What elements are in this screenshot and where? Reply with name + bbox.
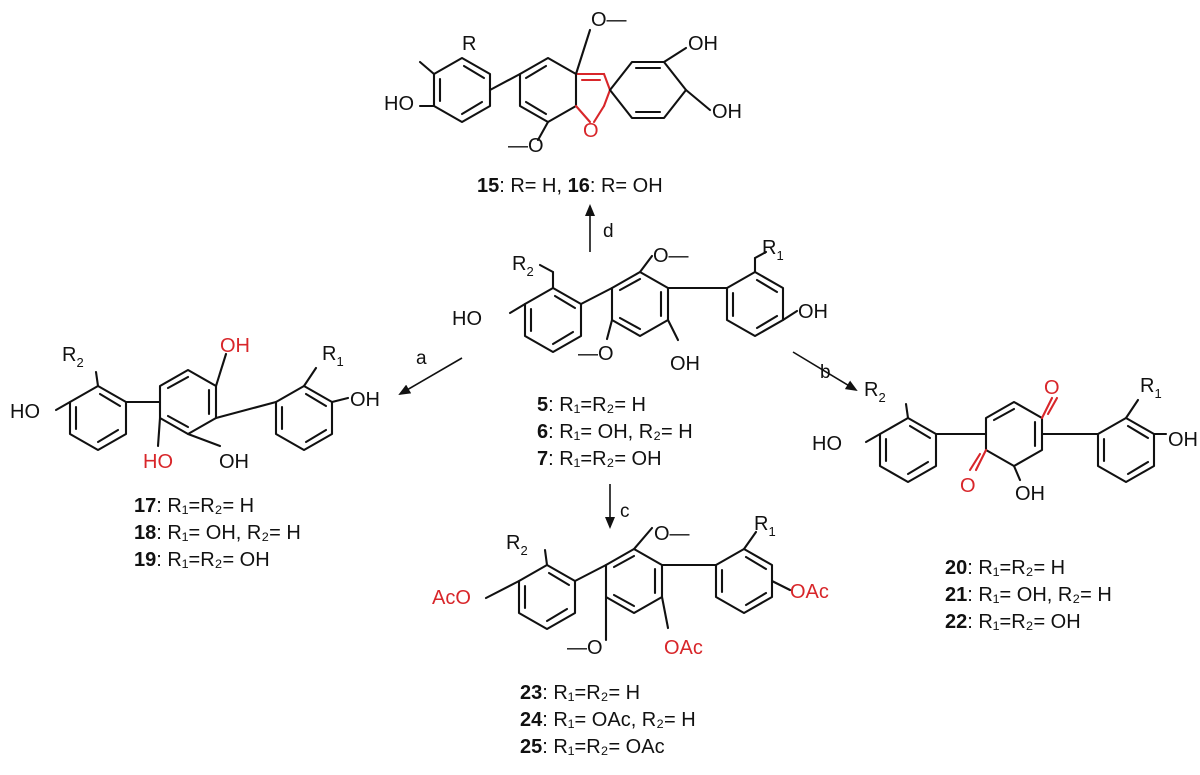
- atom-OH-17-right: OH: [350, 389, 380, 411]
- label-19: 19: R₁=R₂= OH: [134, 549, 270, 571]
- atom-OH-17-red: OH: [220, 335, 250, 357]
- atom-R2-17: R2: [62, 344, 84, 370]
- atom-R1: R1: [762, 237, 784, 263]
- label-17: 17: R₁=R₂= H: [134, 495, 254, 517]
- atom-OH-top2: OH: [712, 101, 742, 123]
- atom-R1-20: R1: [1140, 375, 1162, 401]
- atom-O-quinone-top: O: [1044, 377, 1060, 399]
- compound-20-22-structure: HO R2 O O OH OH R1: [812, 375, 1198, 505]
- label-6: 6: R₁= OH, R₂= H: [537, 421, 693, 443]
- labels-5-7: 5: R₁=R₂= H 6: R₁= OH, R₂= H 7: R₁=R₂= O…: [537, 394, 693, 470]
- compound-15-16-structure: R HO O OH OH O— —O: [384, 9, 742, 157]
- atom-OH-20: OH: [1015, 483, 1045, 505]
- atom-HO-20: HO: [812, 433, 842, 455]
- label-24: 24: R₁= OAc, R₂= H: [520, 709, 696, 731]
- label-21: 21: R₁= OH, R₂= H: [945, 584, 1112, 606]
- atom-OAc-23-center: OAc: [664, 637, 703, 659]
- atom-OH-right: OH: [798, 301, 828, 323]
- reagent-c: c: [620, 501, 630, 522]
- atom-HO: HO: [452, 308, 482, 330]
- atom-R1-17: R1: [322, 343, 344, 369]
- label-22: 22: R₁=R₂= OH: [945, 611, 1081, 633]
- atom-OMe-15-bottom: —O: [508, 135, 544, 157]
- label-23: 23: R₁=R₂= H: [520, 682, 640, 704]
- atom-OMe-23-bottom: —O: [567, 637, 603, 659]
- reagent-b: b: [820, 362, 831, 383]
- atom-HO-17-red: HO: [143, 451, 173, 473]
- reagent-a: a: [416, 348, 427, 369]
- label-20: 20: R₁=R₂= H: [945, 557, 1065, 579]
- compound-5-7-structure: HO R2 O— —O OH OH R1: [452, 237, 828, 375]
- label-5: 5: R₁=R₂= H: [537, 394, 646, 416]
- atom-R1-23: R1: [754, 513, 776, 539]
- atom-R2: R2: [512, 253, 534, 279]
- atom-OMe-top: O—: [653, 245, 689, 267]
- labels-17-19: 17: R₁=R₂= H 18: R₁= OH, R₂= H 19: R₁=R₂…: [134, 495, 301, 571]
- reaction-arrows: d a b c: [398, 204, 858, 529]
- compound-23-25-structure: AcO R2 O— —O OAc OAc R1: [432, 513, 829, 659]
- labels-23-25: 23: R₁=R₂= H 24: R₁= OAc, R₂= H 25: R₁=R…: [520, 682, 696, 758]
- atom-O-quinone-bottom: O: [960, 475, 976, 497]
- atom-OMe-bottom: —O: [578, 343, 614, 365]
- atom-OH-20-right: OH: [1168, 429, 1198, 451]
- atom-R2-20: R2: [864, 379, 886, 405]
- atom-HO-top: HO: [384, 93, 414, 115]
- arrow-a: [398, 357, 463, 396]
- label-18: 18: R₁= OH, R₂= H: [134, 522, 301, 544]
- atom-OMe-15-top: O—: [591, 9, 627, 31]
- label-25: 25: R₁=R₂= OAc: [520, 736, 665, 758]
- label-7: 7: R₁=R₂= OH: [537, 448, 662, 470]
- label-15-16: 15: R= H, 16: R= OH: [477, 175, 663, 197]
- atom-OH-central: OH: [670, 353, 700, 375]
- reagent-d: d: [603, 221, 614, 242]
- atom-OMe-23-top: O—: [654, 523, 690, 545]
- atom-AcO-23: AcO: [432, 587, 471, 609]
- atom-OAc-23-right: OAc: [790, 581, 829, 603]
- atom-HO-17: HO: [10, 401, 40, 423]
- labels-20-22: 20: R₁=R₂= H 21: R₁= OH, R₂= H 22: R₁=R₂…: [945, 557, 1112, 633]
- atom-OH-top1: OH: [688, 33, 718, 55]
- atom-R-top: R: [462, 33, 476, 55]
- arrow-b: [792, 351, 858, 392]
- atom-O-furan: O: [583, 120, 599, 142]
- atom-R2-23: R2: [506, 532, 528, 558]
- compound-17-19-structure: HO R2 OH HO OH OH R1: [10, 335, 380, 473]
- atom-OH-17: OH: [219, 451, 249, 473]
